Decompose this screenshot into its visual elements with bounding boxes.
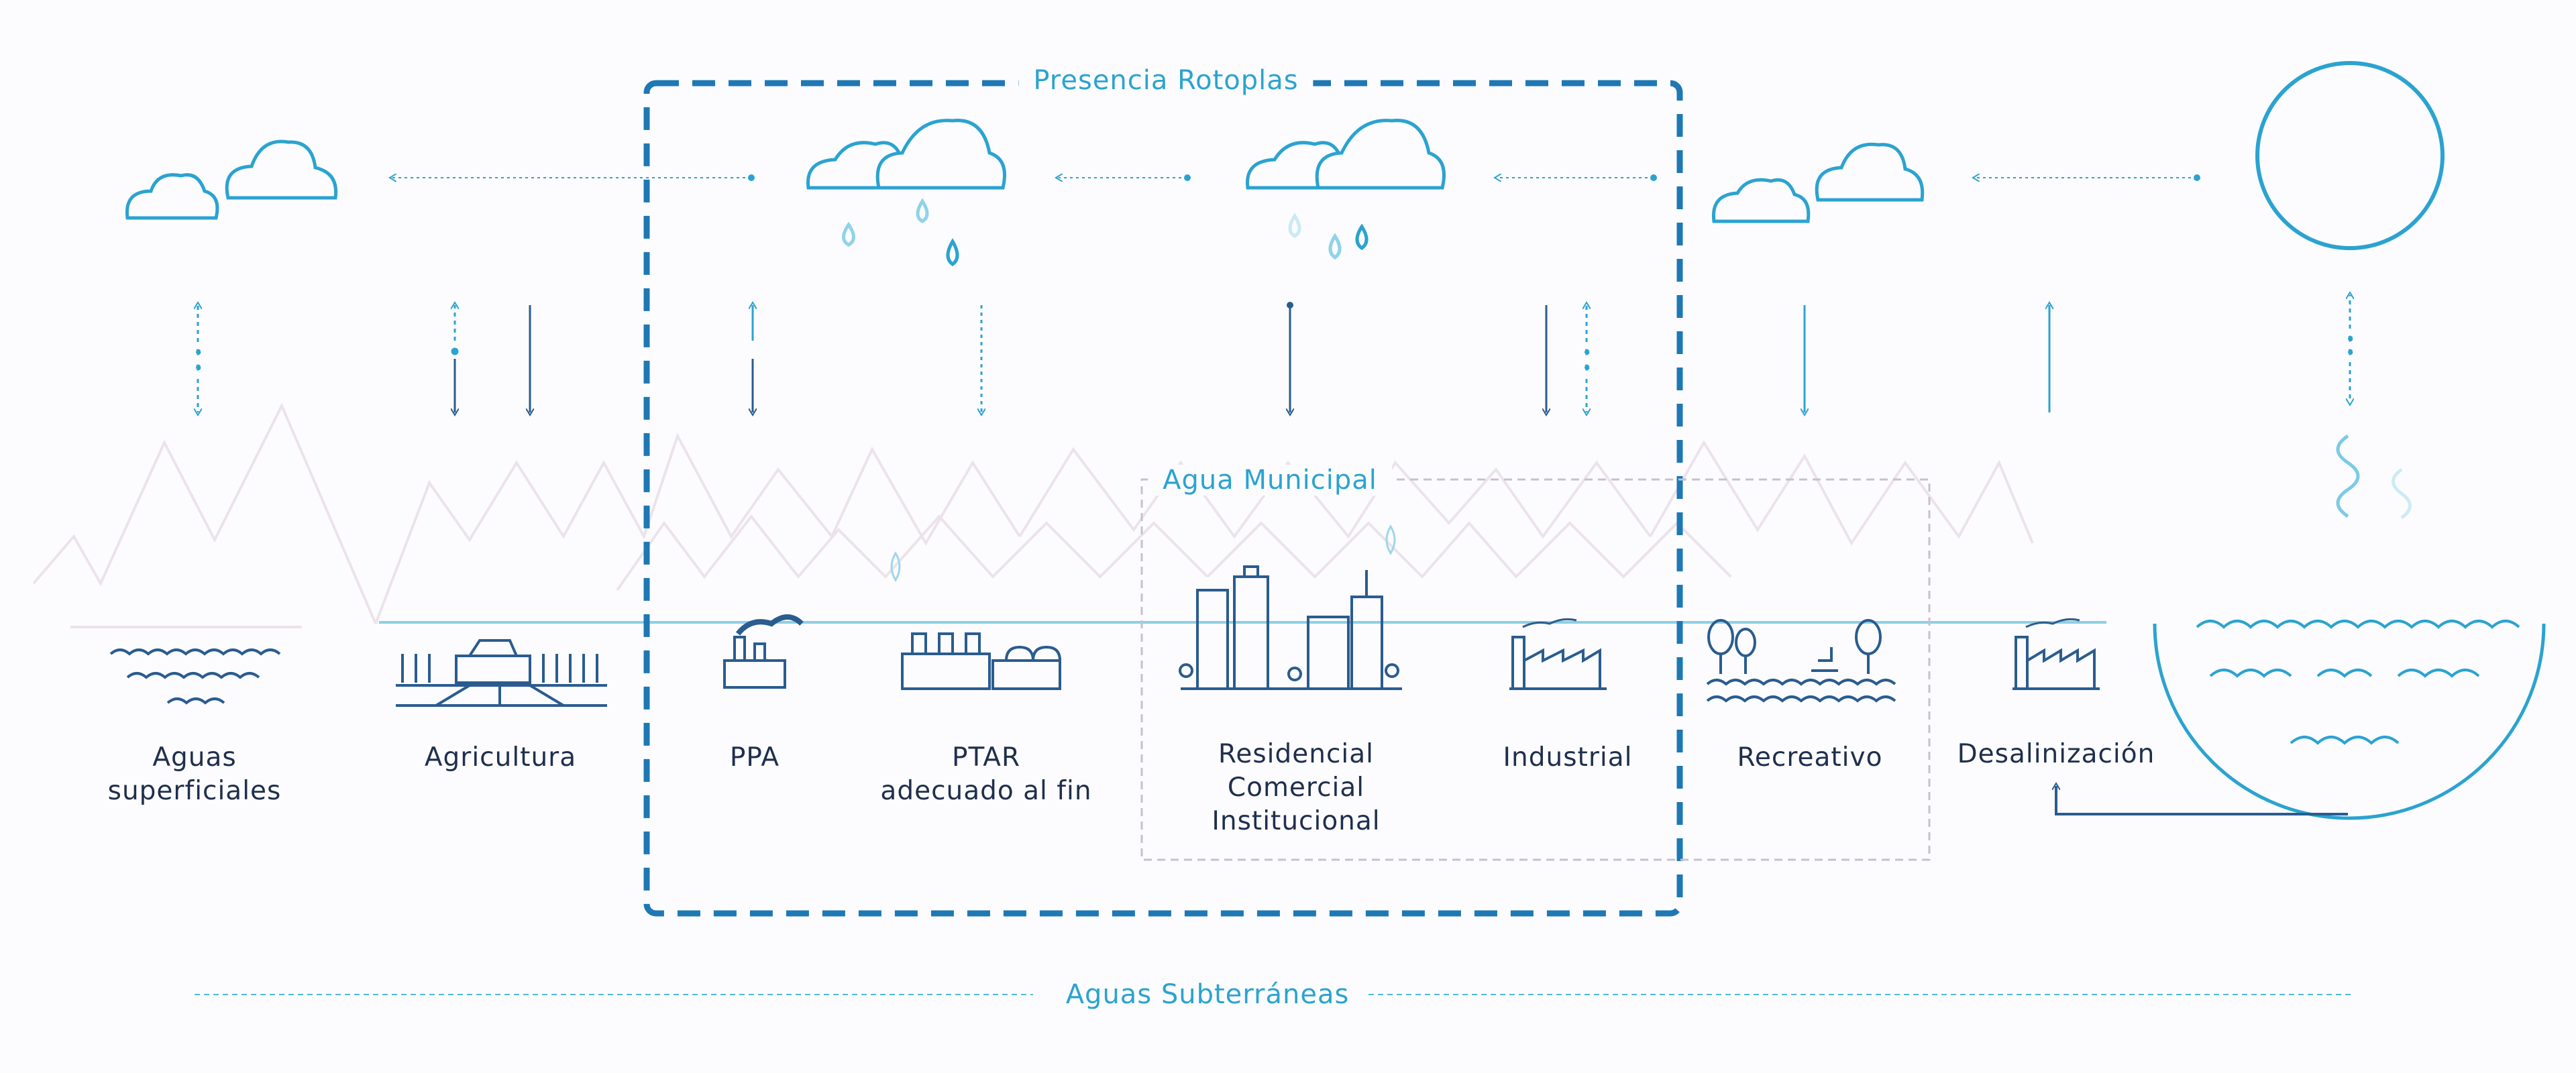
mountains-icon <box>32 402 2034 628</box>
evaporation-arrow <box>2348 295 2352 402</box>
factory-icon <box>1509 618 1607 690</box>
park-lake-icon <box>1706 619 1896 703</box>
node-label-recreativo: Recreativo <box>1737 742 1883 773</box>
node-label-ptar: PTAR adecuado al fin <box>880 742 1092 806</box>
node-label-aguas-superficiales: Aguas superficiales <box>107 742 282 806</box>
surface-water-icon <box>109 648 281 705</box>
underground-label: Aguas Subterráneas <box>1051 979 1364 1010</box>
agriculture-harvester-icon <box>396 639 607 707</box>
city-buildings-icon <box>1179 565 1402 690</box>
node-label-industrial: Industrial <box>1503 742 1633 773</box>
rain-cloud-icon <box>806 119 1006 267</box>
sun-icon <box>2255 61 2445 250</box>
rotoplas-frame-label: Presencia Rotoplas <box>1018 65 1313 96</box>
wastewater-plant-icon <box>901 632 1061 690</box>
evaporation-arrow <box>1585 305 1589 412</box>
municipal-frame <box>1140 478 1931 861</box>
cloud-icon <box>1711 142 1925 223</box>
rain-cloud-icon <box>1246 119 1446 260</box>
node-label-residencial: Residencial Comercial Institucional <box>1212 739 1381 836</box>
vapor-icon <box>2336 434 2412 520</box>
faint-droplet-icon <box>890 524 1396 582</box>
node-label-agricultura: Agricultura <box>424 742 577 773</box>
cloud-icon <box>125 139 338 220</box>
water-treatment-plant-icon <box>723 614 804 689</box>
node-label-ppa: PPA <box>729 742 780 773</box>
node-label-desalinizacion: Desalinización <box>1957 739 2155 769</box>
desalination-feed-arrow <box>2056 786 2348 815</box>
municipal-frame-label: Agua Municipal <box>1148 465 1392 496</box>
evaporation-arrow <box>196 305 200 412</box>
evaporation-arrow <box>452 305 458 412</box>
desalination-plant-icon <box>2012 618 2100 690</box>
sea-icon <box>2153 620 2546 820</box>
